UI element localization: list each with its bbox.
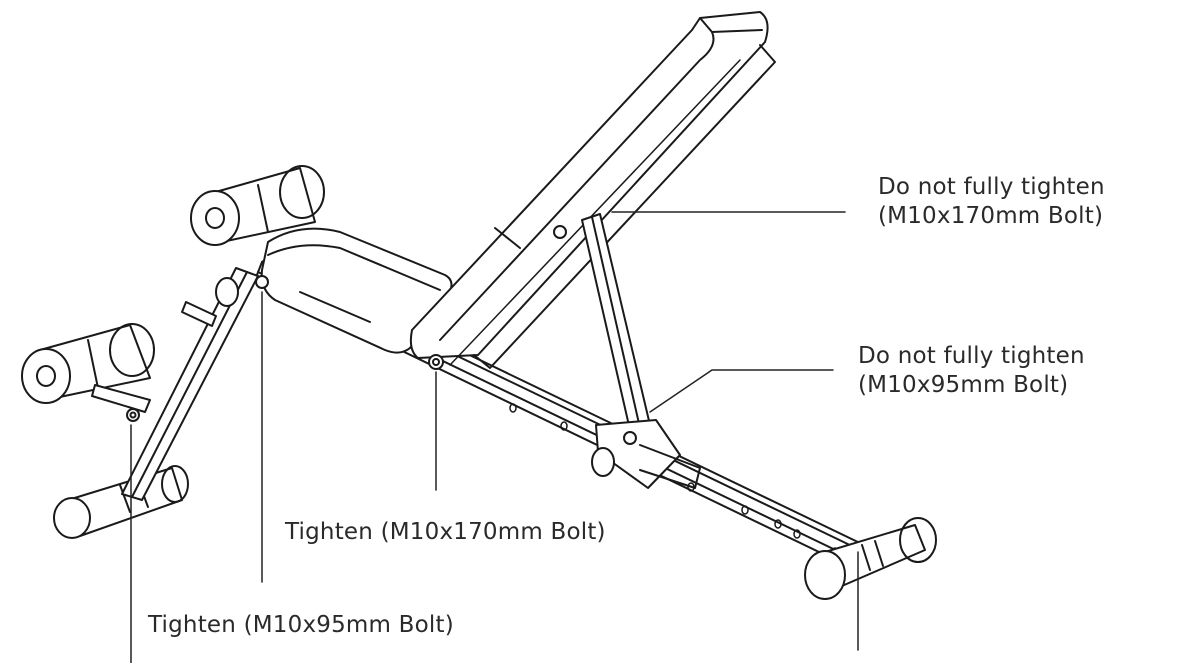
note-line: (M10x170mm Bolt) bbox=[878, 203, 1104, 229]
note-leg-bolt: Tighten (M10x95mm Bolt) bbox=[148, 612, 454, 638]
note-line: Do not fully tighten bbox=[858, 343, 1085, 369]
upper-leg-pad bbox=[190, 165, 325, 246]
note-backrest-pivot-bolt: Do not fully tighten (M10x170mm Bolt) bbox=[878, 173, 1105, 231]
lower-leg-pad bbox=[21, 323, 155, 413]
front-leg-arm bbox=[121, 267, 259, 501]
front-foot-roller bbox=[53, 465, 189, 539]
note-line: Do not fully tighten bbox=[878, 174, 1105, 200]
support-strut bbox=[581, 213, 651, 431]
backrest-pad bbox=[409, 11, 776, 369]
rear-foot-roller bbox=[804, 517, 937, 600]
note-support-strut-bolt: Do not fully tighten (M10x95mm Bolt) bbox=[858, 342, 1085, 400]
note-line: (M10x95mm Bolt) bbox=[858, 372, 1069, 398]
note-seat-bolt: Tighten (M10x170mm Bolt) bbox=[285, 519, 606, 545]
bolts bbox=[126, 225, 637, 477]
strut-bracket bbox=[595, 419, 701, 489]
leader-lines bbox=[130, 211, 859, 663]
